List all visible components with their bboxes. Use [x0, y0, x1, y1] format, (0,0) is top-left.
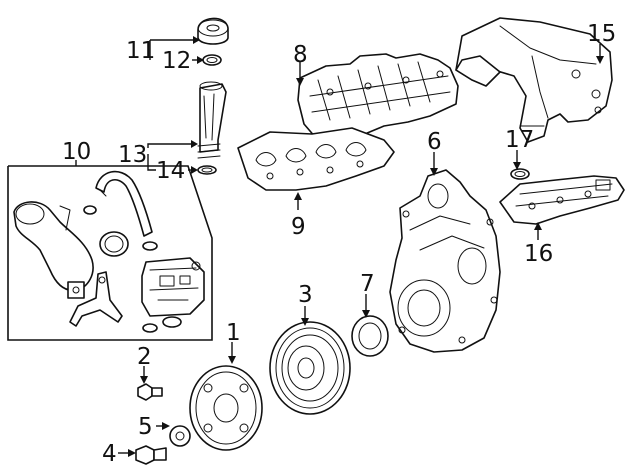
coolant-hose-part — [95, 170, 153, 237]
callout-labels: 1 2 3 4 5 6 7 8 9 10 11 12 13 14 15 16 1… — [62, 21, 616, 467]
tube-o-ring-part — [197, 165, 217, 175]
callout-5: 5 — [138, 414, 153, 440]
callout-7: 7 — [360, 271, 375, 297]
crankshaft-pulley-part — [189, 365, 263, 451]
callout-9: 9 — [291, 214, 306, 240]
manifold-gasket-part — [237, 127, 395, 191]
callout-13: 13 — [118, 142, 147, 168]
front-seal-part — [351, 315, 389, 357]
small-seal-part — [142, 241, 182, 333]
cap-seal-part — [202, 54, 222, 66]
large-o-ring-part — [99, 231, 129, 257]
callout-11: 11 — [126, 38, 155, 64]
callout-1: 1 — [226, 320, 241, 346]
coolant-pipe-part — [67, 271, 123, 327]
harmonic-balancer-part — [269, 321, 351, 415]
valve-cover-part — [499, 175, 625, 225]
callout-10: 10 — [62, 139, 91, 165]
callout-6: 6 — [427, 129, 442, 155]
callout-3: 3 — [298, 282, 313, 308]
inset-box-10 — [7, 160, 213, 341]
oil-fill-cap-part — [197, 17, 229, 45]
callout-14: 14 — [156, 158, 185, 184]
callout-4: 4 — [102, 441, 117, 467]
hose-clamp-part — [83, 205, 97, 215]
callout-12: 12 — [162, 48, 191, 74]
leader-arrows — [128, 36, 604, 457]
thermostat-housing-part — [141, 257, 205, 317]
callout-16: 16 — [524, 241, 553, 267]
bolt-2-part — [137, 383, 163, 401]
callout-2: 2 — [137, 344, 152, 370]
washer-part — [169, 425, 191, 447]
callout-8: 8 — [293, 42, 308, 68]
callout-17: 17 — [505, 127, 534, 153]
upper-intake-part — [455, 17, 613, 143]
timing-cover-part — [389, 169, 501, 353]
oil-fill-tube-part — [197, 81, 227, 159]
seal-ring-part — [510, 168, 530, 180]
bolt-4-part — [135, 445, 167, 465]
elbow-outlet-part — [13, 201, 94, 292]
callout-15: 15 — [587, 21, 616, 47]
